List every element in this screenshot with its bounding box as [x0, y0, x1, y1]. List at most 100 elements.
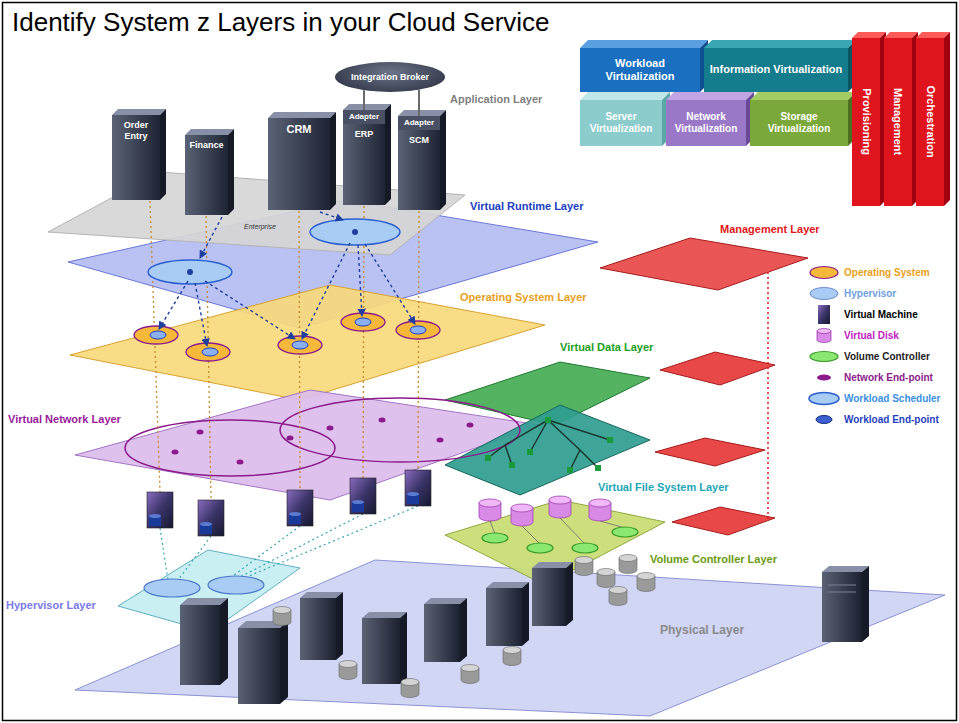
layer-plane: [60, 195, 608, 335]
physical-disks: [273, 607, 291, 614]
file-tree: [595, 465, 601, 471]
os-instances: [186, 343, 230, 361]
volume-controllers: [527, 543, 553, 553]
file-tree: [567, 467, 573, 473]
plane-outline: [118, 550, 300, 632]
legend-label: Virtual Machine: [844, 304, 918, 325]
layer-plane: [440, 495, 800, 590]
physical-servers: [532, 568, 566, 626]
physical-servers: [862, 566, 869, 642]
layer-label: Operating System Layer: [460, 290, 587, 304]
legend-label: Volume Controller: [844, 346, 930, 367]
physical-servers: [180, 598, 228, 605]
server-box: Finance: [185, 135, 228, 215]
server-faces: [228, 129, 234, 215]
server-box: ERP: [343, 124, 385, 205]
physical-disks: [339, 661, 357, 668]
os-instances: [355, 318, 371, 326]
hypervisors: [144, 579, 200, 597]
server-faces: [385, 104, 391, 205]
os-instances: [202, 348, 218, 356]
legend-label: Network End-point: [844, 367, 933, 388]
legend-label: Hypervisor: [844, 283, 896, 304]
node-label: Information Virtualization: [710, 63, 842, 76]
network-endpoints: [467, 423, 474, 428]
server-faces: [330, 112, 336, 210]
service-bar: Management: [884, 38, 912, 206]
hypervisors: [208, 576, 264, 594]
legend-label: Virtual Disk: [844, 325, 899, 346]
virtualization-block: Server Virtualization: [580, 100, 662, 146]
physical-servers: [822, 572, 862, 642]
physical-servers: [220, 598, 228, 685]
os-instances: [150, 331, 166, 339]
file-tree: [545, 417, 551, 423]
virtualization-block: Information Virtualization: [704, 48, 848, 92]
os-instances: [292, 341, 308, 349]
physical-servers: [424, 604, 460, 662]
virtual-disks: [511, 504, 533, 512]
service-bar: Orchestration: [916, 38, 944, 206]
slide-frame: [3, 3, 957, 721]
plane-outline: [600, 238, 808, 290]
legend-label: Workload End-point: [844, 409, 939, 430]
os-instances: [410, 326, 426, 334]
node-label: Adapter: [349, 112, 379, 122]
server-box: SCM: [398, 130, 440, 210]
node-label: Adapter: [404, 118, 434, 128]
block-faces: [666, 92, 754, 100]
legend-icons: [809, 267, 839, 424]
virtual-machines: [352, 500, 364, 504]
physical-servers: [486, 588, 522, 646]
block-faces: [944, 32, 950, 206]
hypervisor-links: [160, 528, 168, 580]
physical-disks: [619, 555, 637, 562]
virtualization-block: Workload Virtualization: [580, 48, 700, 92]
block-faces: [580, 40, 708, 48]
layer-label: Enterprise: [244, 222, 276, 231]
virtualization-block: Storage Virtualization: [750, 100, 848, 146]
hypervisor-layer: Hypervisor Layer: [3, 545, 303, 637]
node-label: Workload Virtualization: [582, 57, 698, 83]
node-label: Management: [891, 88, 904, 155]
management-planes: [672, 507, 775, 535]
connector: [418, 90, 420, 116]
management-planes: [660, 352, 775, 385]
physical-servers: [828, 585, 856, 586]
runtime-layer: Virtual Runtime Layer: [60, 195, 608, 335]
node-label: Storage Virtualization: [752, 111, 846, 135]
file-system-layer: Virtual File System Layer: [440, 400, 765, 500]
virtual-machines: [289, 512, 301, 516]
legend-icons: [816, 416, 832, 424]
physical-disks: [609, 587, 627, 594]
legend-icons: [817, 375, 831, 381]
management-planes: [655, 352, 775, 535]
physical-servers: [300, 592, 343, 598]
node-label: ERP: [355, 129, 374, 140]
slide-title: Identify System z Layers in your Cloud S…: [12, 7, 550, 37]
plane-outline: [75, 390, 540, 500]
os-instances: [396, 321, 440, 339]
layer-plane: [70, 555, 950, 718]
physical-servers: [566, 562, 573, 626]
layer-plane: [5, 385, 545, 505]
network-endpoints: [287, 436, 294, 441]
management-link: [767, 272, 769, 519]
management-layer: Management Layer: [595, 218, 835, 295]
network-endpoints: [197, 430, 204, 435]
node-label: Server Virtualization: [582, 111, 660, 135]
adapter-box: Adapter: [343, 110, 385, 124]
network-layer: Virtual Network Layer: [5, 385, 545, 505]
physical-servers: [180, 605, 220, 685]
block-faces: [750, 92, 856, 100]
physical-disks: [597, 569, 615, 576]
layer-label: Virtual File System Layer: [598, 480, 729, 494]
virtual-machines: [350, 478, 376, 514]
integration-broker: Integration Broker: [335, 62, 445, 92]
file-tree: [607, 437, 613, 443]
layer-label: Physical Layer: [660, 623, 744, 638]
block-faces: [580, 92, 670, 100]
layer-label: Hypervisor Layer: [6, 598, 96, 612]
physical-servers: [336, 592, 343, 660]
